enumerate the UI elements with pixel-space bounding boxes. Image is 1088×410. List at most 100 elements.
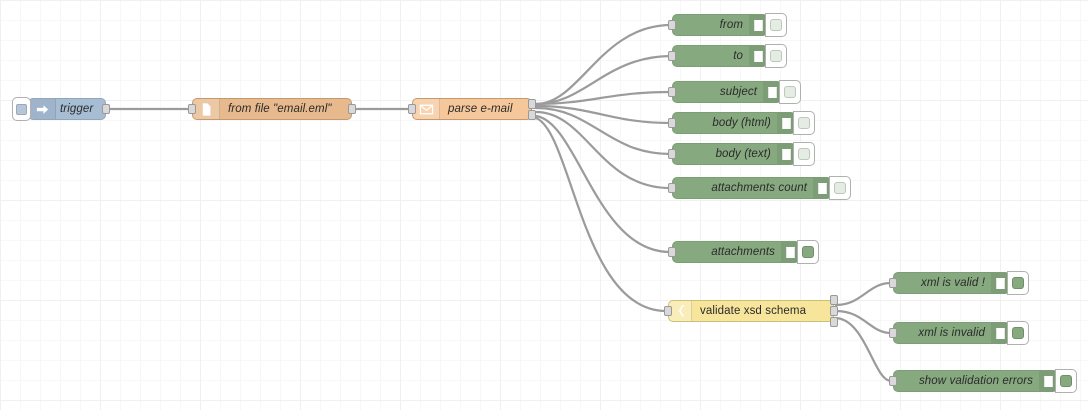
function-icon	[677, 304, 684, 317]
input-port-1[interactable]	[668, 87, 676, 97]
wire-validate-out3-to-show-errors[interactable]	[834, 316, 893, 383]
debug-enable-toggle[interactable]	[765, 13, 787, 37]
wire-parse-out1-to-body-html[interactable]	[534, 104, 672, 125]
node-dbg-to[interactable]: to	[668, 44, 787, 68]
node-label: show validation errors	[918, 375, 1033, 387]
output-port-2[interactable]	[830, 306, 838, 316]
debug-enable-toggle[interactable]	[829, 176, 851, 200]
input-port-1[interactable]	[889, 328, 897, 338]
node-icon-debug-list-icon	[781, 242, 799, 262]
debug-enable-toggle[interactable]	[765, 44, 787, 68]
wire-validate-out2-to-xml-invalid[interactable]	[834, 309, 893, 335]
debug-enable-toggle[interactable]	[1055, 369, 1077, 393]
node-validate-xsd[interactable]: validate xsd schema	[664, 295, 838, 327]
wire-parse-out1-to-body-text[interactable]	[534, 106, 672, 156]
debug-list-icon	[1043, 375, 1053, 387]
inject-button[interactable]	[12, 97, 31, 121]
node-label: body (text)	[715, 148, 771, 160]
debug-enable-toggle[interactable]	[779, 80, 801, 104]
node-icon-debug-list-icon	[749, 46, 767, 66]
debug-list-icon	[995, 277, 1005, 289]
node-label: xml is invalid	[918, 327, 985, 339]
debug-enable-toggle[interactable]	[797, 240, 819, 264]
debug-toggle-indicator	[1060, 375, 1072, 387]
node-trigger[interactable]: trigger	[12, 97, 110, 121]
wire-parse-out2-to-attachments[interactable]	[534, 114, 672, 254]
node-label: subject	[719, 86, 757, 98]
envelope-icon	[419, 104, 433, 114]
node-dbg-from[interactable]: from	[668, 13, 787, 37]
debug-toggle-indicator	[1012, 277, 1024, 289]
node-icon-file-icon	[193, 99, 220, 119]
node-dbg-xml-valid[interactable]: xml is valid !	[889, 271, 1029, 295]
debug-toggle-indicator	[770, 50, 782, 62]
node-label: parse e-mail	[448, 103, 513, 115]
node-label: from file "email.eml"	[228, 103, 332, 115]
node-dbg-subject[interactable]: subject	[668, 80, 801, 104]
debug-toggle-indicator	[770, 19, 782, 31]
wire-parse-out1-to-to[interactable]	[534, 54, 672, 106]
node-parse-email[interactable]: parse e-mail	[408, 98, 536, 120]
debug-list-icon	[781, 148, 791, 160]
input-port-1[interactable]	[664, 306, 672, 316]
input-port-1[interactable]	[668, 247, 676, 257]
node-dbg-body-text[interactable]: body (text)	[668, 142, 815, 166]
node-icon-function-icon	[669, 301, 692, 321]
node-icon-envelope-icon	[413, 99, 440, 119]
output-port-1[interactable]	[348, 104, 356, 114]
output-port-1[interactable]	[830, 295, 838, 305]
node-dbg-att-count[interactable]: attachments count	[668, 176, 851, 200]
input-port-1[interactable]	[408, 104, 416, 114]
output-port-3[interactable]	[830, 317, 838, 327]
node-label: body (html)	[712, 117, 771, 129]
node-icon-debug-list-icon	[991, 273, 1009, 293]
input-port-1[interactable]	[188, 104, 196, 114]
node-dbg-xml-invalid[interactable]: xml is invalid	[889, 321, 1029, 345]
output-port-1[interactable]	[528, 98, 536, 109]
node-label: trigger	[60, 103, 94, 115]
debug-toggle-indicator	[798, 117, 810, 129]
wire-parse-out1-to-from[interactable]	[534, 23, 672, 106]
output-port-2[interactable]	[528, 109, 536, 120]
node-label: validate xsd schema	[700, 305, 807, 317]
debug-enable-toggle[interactable]	[793, 142, 815, 166]
debug-list-icon	[785, 246, 795, 258]
debug-list-icon	[781, 117, 791, 129]
node-from-file[interactable]: from file "email.eml"	[188, 98, 356, 120]
debug-list-icon	[753, 50, 763, 62]
node-icon-debug-list-icon	[991, 323, 1009, 343]
debug-enable-toggle[interactable]	[793, 111, 815, 135]
node-icon-debug-list-icon	[813, 178, 831, 198]
node-icon-arrow-right-icon	[29, 99, 56, 119]
debug-toggle-indicator	[798, 148, 810, 160]
node-dbg-body-html[interactable]: body (html)	[668, 111, 815, 135]
node-label: to	[733, 50, 743, 62]
debug-toggle-indicator	[802, 246, 814, 258]
node-dbg-show-errors[interactable]: show validation errors	[889, 369, 1077, 393]
inject-button-face	[16, 103, 27, 115]
wire-validate-out1-to-xml-valid[interactable]	[834, 281, 893, 307]
wire-parse-out1-to-subject[interactable]	[534, 90, 672, 106]
node-label: attachments	[711, 246, 775, 258]
debug-enable-toggle[interactable]	[1007, 321, 1029, 345]
input-port-1[interactable]	[889, 376, 897, 386]
wire-parse-out2-to-validate[interactable]	[534, 116, 668, 313]
input-port-1[interactable]	[668, 149, 676, 159]
debug-toggle-indicator	[784, 86, 796, 98]
debug-list-icon	[753, 19, 763, 31]
output-port-1[interactable]	[102, 104, 110, 114]
node-icon-debug-list-icon	[777, 144, 795, 164]
debug-list-icon	[767, 86, 777, 98]
input-port-1[interactable]	[668, 51, 676, 61]
input-port-1[interactable]	[889, 278, 897, 288]
node-label: xml is valid !	[920, 277, 985, 289]
node-dbg-attachments[interactable]: attachments	[668, 240, 819, 264]
input-port-1[interactable]	[668, 20, 676, 30]
debug-enable-toggle[interactable]	[1007, 271, 1029, 295]
input-port-1[interactable]	[668, 118, 676, 128]
arrow-right-icon	[36, 104, 48, 114]
input-port-1[interactable]	[668, 183, 676, 193]
wire-parse-out1-to-att-count[interactable]	[534, 110, 672, 190]
